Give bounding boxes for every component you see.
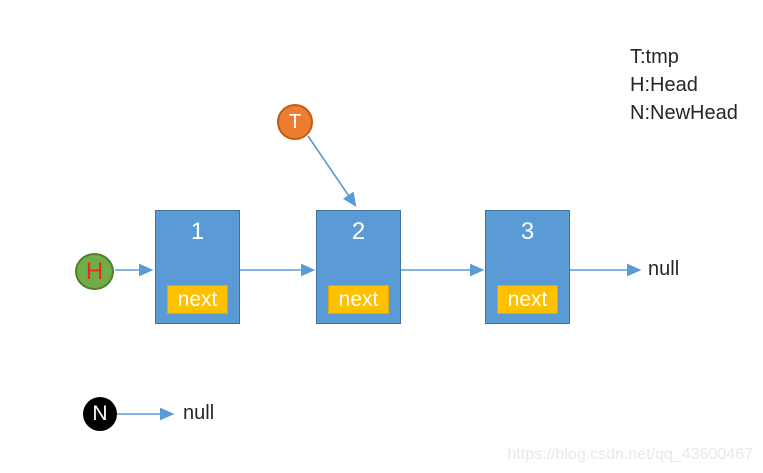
list-node-2: 2 next [316,210,401,324]
next-pointer-field: next [328,285,389,314]
head-pointer-badge: H [75,253,114,290]
head-pointer-label: H [85,257,104,285]
newhead-null-label: null [183,402,215,424]
next-pointer-field: next [167,285,228,314]
arrow-tmp-to-node2 [307,135,357,207]
list-node-3: 3 next [485,210,570,324]
tmp-pointer-label: T [288,110,302,133]
legend-line-newhead: N:NewHead [630,102,738,124]
node-value: 1 [190,218,205,245]
list-node-1: 1 next [155,210,240,324]
legend-line-tmp: T:tmp [630,46,679,68]
legend: T:tmp H:Head N:NewHead [630,43,738,127]
legend-line-head: H:Head [630,74,698,96]
node-value: 2 [351,218,366,245]
watermark: https://blog.csdn.net/qq_43600467 [507,446,753,463]
node-value: 3 [520,218,535,245]
newhead-pointer-label: N [92,402,108,425]
tail-null-label: null [648,258,680,280]
tmp-pointer-badge: T [277,104,313,140]
next-pointer-field: next [497,285,558,314]
newhead-pointer-badge: N [83,397,117,431]
